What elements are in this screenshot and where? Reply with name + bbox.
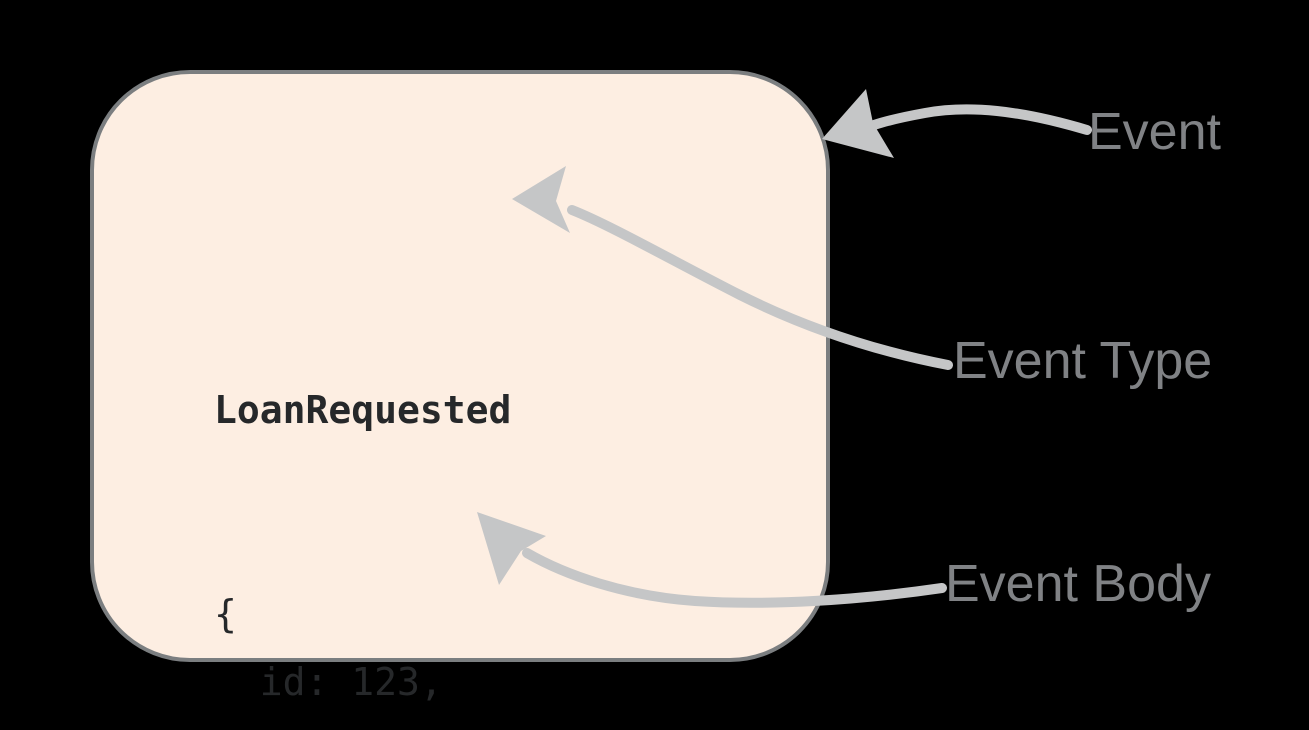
event-arrowhead-icon <box>822 89 894 158</box>
event-code-block: LoanRequested { id: 123, amount: 100, bo… <box>214 240 740 730</box>
event-card: LoanRequested { id: 123, amount: 100, bo… <box>90 70 830 730</box>
label-event-body: Event Body <box>945 555 1211 613</box>
label-event-type: Event Type <box>953 332 1213 390</box>
event-arrow-line <box>869 104 1092 135</box>
label-event: Event <box>1088 103 1221 161</box>
event-type-title: LoanRequested <box>214 388 512 432</box>
event-body-code: { id: 123, amount: 100, borrowerId: "ADA… <box>214 592 534 730</box>
event-arrow <box>822 89 1092 158</box>
